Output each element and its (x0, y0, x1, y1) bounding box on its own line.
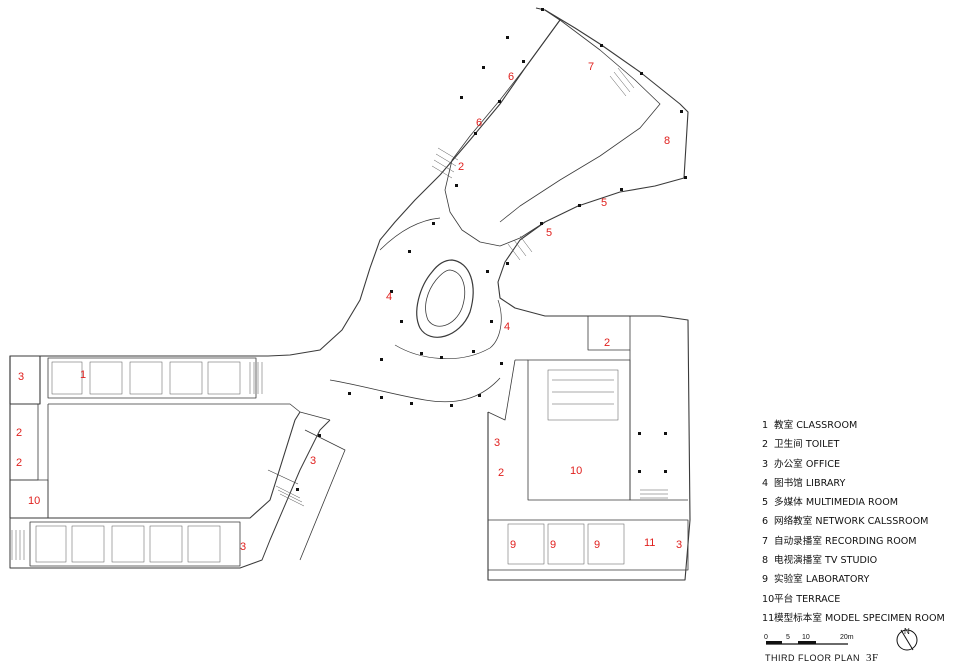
legend-item: 7 自动录播室 RECORDING ROOM (762, 532, 960, 551)
scale-bar: 0 5 10 20m (764, 634, 854, 645)
legend-label: 教室 CLASSROOM (774, 420, 858, 431)
north-wing-corridor (499, 19, 661, 223)
legend-item: 2 卫生间 TOILET (762, 435, 960, 454)
legend-label: 平台 TERRACE (774, 593, 841, 605)
room-label: 3 (240, 541, 246, 553)
legend-item: 10平台 TERRACE (762, 590, 960, 609)
north-letter: N (904, 627, 910, 636)
desk-grid-south (35, 525, 221, 563)
legend-number: 7 (762, 535, 769, 547)
legend-item: 3 办公室 OFFICE (762, 455, 960, 474)
stair-hatching (11, 67, 668, 560)
room-label: 7 (588, 61, 594, 73)
legend-label: 办公室 OFFICE (774, 458, 841, 470)
room-label: 5 (601, 197, 607, 209)
legend-label: 自动录播室 RECORDING ROOM (774, 535, 917, 547)
scale-tick-label: 5 (786, 634, 790, 641)
atrium-inner (425, 269, 466, 327)
room-label: 3 (676, 539, 682, 551)
room-label: 3 (18, 371, 24, 383)
room-label: 2 (458, 161, 464, 173)
north-arrow-icon: N (896, 627, 918, 651)
legend-number: 2 (762, 439, 769, 451)
room-label: 1 (80, 369, 86, 381)
room-label: 8 (664, 135, 670, 147)
room-label: 2 (16, 457, 22, 469)
room-label: 3 (310, 455, 316, 467)
room-label: 6 (476, 117, 482, 129)
room-label: 10 (570, 465, 582, 477)
room-label: 10 (28, 495, 40, 507)
legend-label: 卫生间 TOILET (774, 439, 840, 451)
legend-number: 4 (762, 477, 769, 489)
legend-label: 实验室 LABORATORY (774, 574, 870, 586)
laboratory-block (487, 519, 689, 571)
room-label: 4 (504, 321, 510, 333)
lab-benches (507, 523, 625, 565)
outer-wall-east (487, 9, 691, 581)
desk-grid-north (51, 361, 241, 395)
outer-wall-west (9, 7, 561, 519)
terrace-east (527, 359, 631, 501)
classroom-block-south (29, 521, 241, 567)
scale-tick-label: 0 (764, 634, 768, 641)
room-labels: 6 7 6 8 2 5 5 4 4 2 1 3 2 2 10 3 3 3 2 1… (16, 61, 682, 553)
atrium-outer (416, 259, 474, 338)
legend-item: 11模型标本室 MODEL SPECIMEN ROOM (762, 609, 960, 628)
legend: 1 教室 CLASSROOM 2 卫生间 TOILET 3 办公室 OFFICE 4 图书馆 … (762, 416, 960, 628)
legend-label: 电视演播室 TV STUDIO (774, 555, 878, 567)
north-courtyard-inner (444, 19, 561, 247)
plan-furniture (11, 67, 668, 565)
toilet-block-west (9, 403, 39, 481)
legend-number: 3 (762, 458, 769, 470)
legend-label: 多媒体 MULTIMEDIA ROOM (774, 497, 899, 509)
legend-number: 9 (762, 574, 769, 586)
legend-item: 4 图书馆 LIBRARY (762, 474, 960, 493)
scale-tick-label: 10 (802, 634, 810, 641)
legend-label: 图书馆 LIBRARY (774, 477, 846, 489)
legend-number: 10 (762, 593, 775, 605)
legend-number: 5 (762, 497, 769, 509)
legend-item: 8 电视演播室 TV STUDIO (762, 551, 960, 570)
room-label: 4 (386, 291, 392, 303)
legend-number: 11 (762, 612, 775, 624)
room-label: 2 (604, 337, 610, 349)
plan-walls (9, 7, 691, 581)
legend-number: 6 (762, 516, 769, 528)
plan-title: THIRD FLOOR PLAN 3F (765, 652, 879, 664)
room-label: 9 (550, 539, 556, 551)
legend-item: 5 多媒体 MULTIMEDIA ROOM (762, 493, 960, 512)
room-label: 11 (644, 537, 655, 549)
legend-number: 8 (762, 555, 769, 567)
plan-title-text: THIRD FLOOR PLAN (765, 653, 861, 663)
legend-label: 网络教室 NETWORK CALSSROOM (774, 516, 929, 528)
office-nw (9, 355, 41, 405)
plan-columns (296, 8, 687, 491)
terrace-seating (547, 369, 619, 421)
room-label: 5 (546, 227, 552, 239)
legend-item: 6 网络教室 NETWORK CALSSROOM (762, 512, 960, 531)
legend-number: 1 (762, 420, 769, 431)
room-label: 2 (16, 427, 22, 439)
room-label: 6 (508, 71, 514, 83)
legend-label: 模型标本室 MODEL SPECIMEN ROOM (774, 612, 945, 624)
room-label: 9 (510, 539, 516, 551)
legend-item: 1 教室 CLASSROOM (762, 416, 960, 435)
legend-item: 9 实验室 LABORATORY (762, 570, 960, 589)
scale-tick-label: 20m (840, 634, 854, 641)
room-label: 3 (494, 437, 500, 449)
floor-code: 3F (866, 652, 879, 664)
classroom-block-north (47, 357, 257, 399)
room-label: 9 (594, 539, 600, 551)
room-label: 2 (498, 467, 504, 479)
